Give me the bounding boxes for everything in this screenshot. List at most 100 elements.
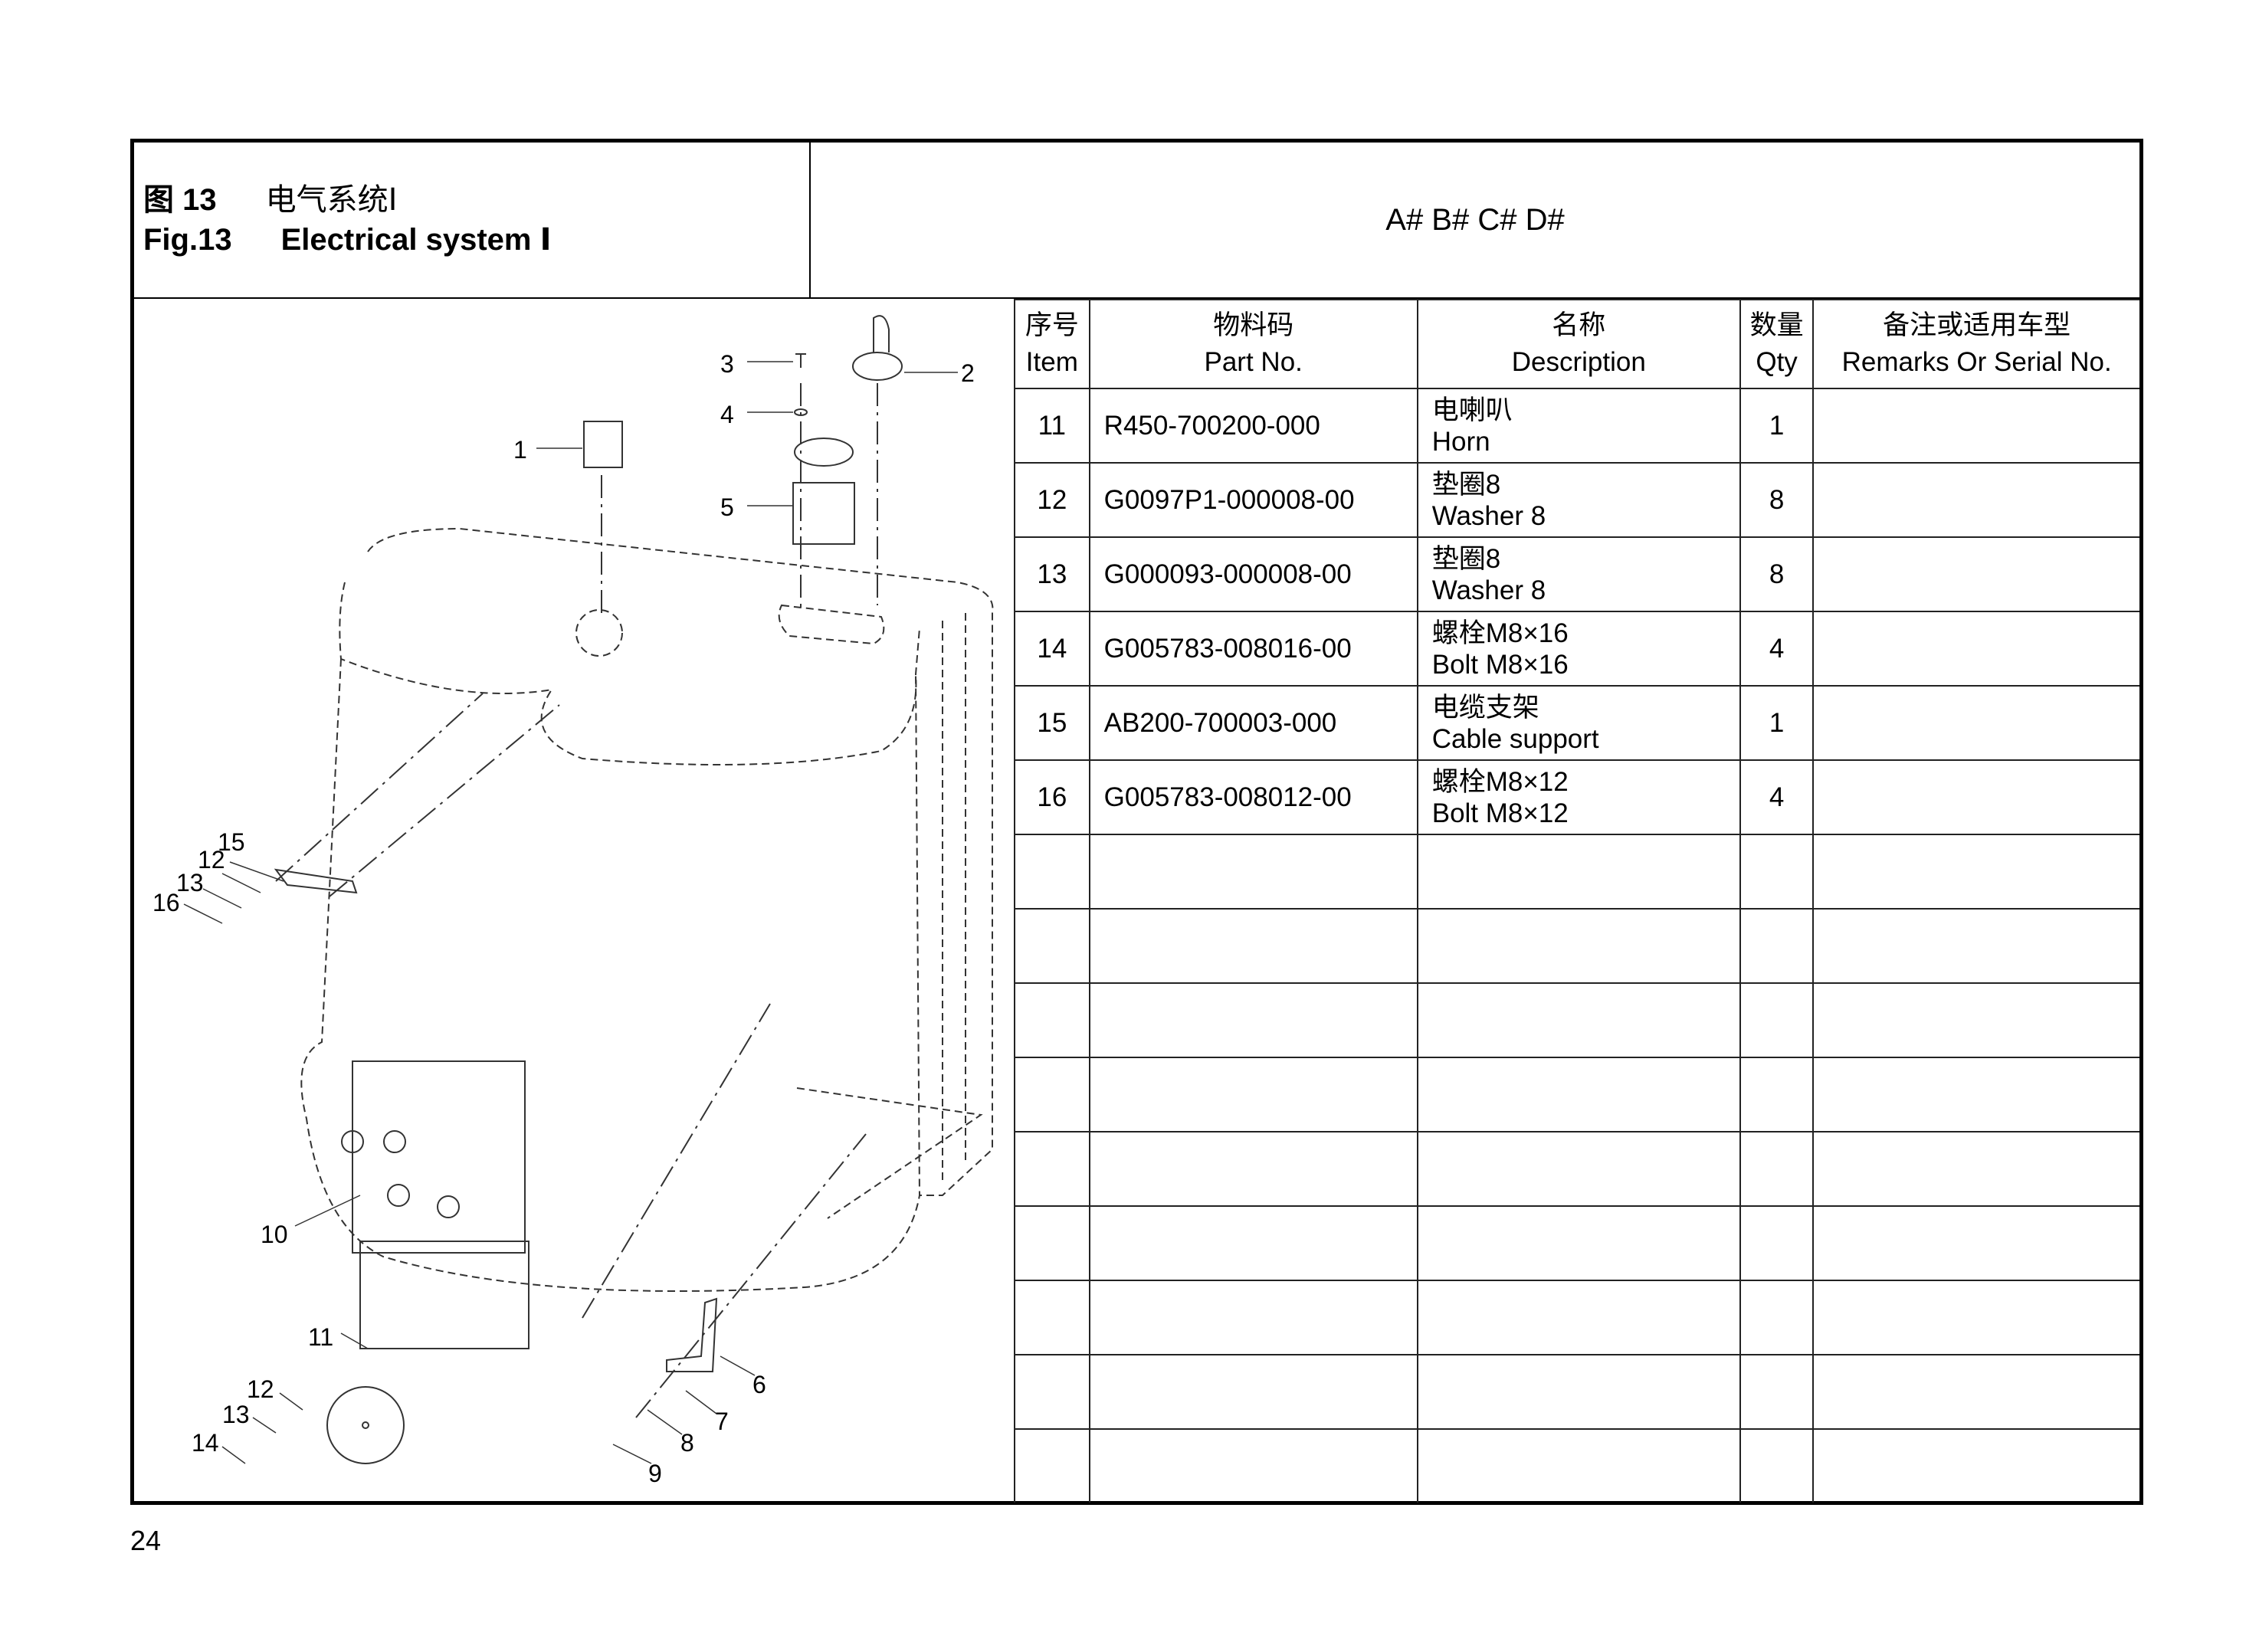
- part-number-cell: G005783-008012-00: [1088, 759, 1418, 835]
- empty-cell: [1014, 834, 1090, 910]
- empty-cell: [1812, 834, 2139, 910]
- callout-13-upper: 13: [176, 869, 204, 896]
- page-number: 24: [130, 1525, 162, 1556]
- part-number-cell: R450-700200-000: [1088, 388, 1418, 464]
- description-cn: 电缆支架: [1431, 692, 1539, 723]
- callout-14: 14: [192, 1429, 219, 1457]
- empty-cell: [1088, 908, 1418, 984]
- empty-cell: [1088, 1057, 1418, 1132]
- empty-cell: [1812, 982, 2139, 1058]
- empty-cell: [1014, 908, 1090, 984]
- truck-body-outline: [300, 527, 994, 1292]
- part-number-cell: G000093-000008-00: [1088, 536, 1418, 612]
- part-4-washer: [794, 408, 808, 416]
- column-header: 物料码 Part No.: [1088, 299, 1418, 389]
- empty-cell: [1014, 1280, 1090, 1355]
- empty-cell: [1088, 1280, 1418, 1355]
- empty-cell: [1088, 1205, 1418, 1281]
- description-cn: 螺栓M8×12: [1431, 766, 1569, 797]
- qty-cell: 4: [1739, 759, 1815, 835]
- callout-15: 15: [218, 828, 245, 856]
- remarks-cell: [1812, 388, 2139, 464]
- callout-4: 4: [720, 401, 734, 428]
- empty-cell: [1812, 1428, 2139, 1503]
- empty-cell: [1014, 1131, 1090, 1207]
- fig-number-en: Fig.13: [143, 223, 232, 257]
- callout-16: 16: [152, 889, 180, 916]
- title-text-en: Electrical system Ⅰ: [280, 223, 552, 257]
- applicable-models: A# B# C# D#: [811, 143, 2139, 299]
- leader-lines: [183, 361, 958, 1464]
- empty-cell: [1416, 1354, 1741, 1430]
- empty-cell: [1739, 1354, 1815, 1430]
- part-number-cell: AB200-700003-000: [1088, 685, 1418, 761]
- column-header-cn: 数量: [1749, 310, 1804, 340]
- callout-2: 2: [961, 359, 975, 387]
- empty-cell: [1739, 1428, 1815, 1503]
- empty-cell: [1416, 908, 1741, 984]
- callout-9: 9: [648, 1460, 662, 1487]
- column-header-cn: 物料码: [1213, 310, 1294, 340]
- empty-cell: [1812, 908, 2139, 984]
- callout-1: 1: [513, 436, 527, 464]
- empty-table-row: [1014, 1131, 2139, 1207]
- empty-cell: [1014, 1057, 1090, 1132]
- item-cell: 14: [1014, 611, 1090, 687]
- part-number-cell: G0097P1-000008-00: [1088, 462, 1418, 538]
- column-header: 数量 Qty: [1739, 299, 1815, 389]
- empty-table-row: [1014, 982, 2139, 1058]
- column-header-en: Qty: [1756, 347, 1798, 377]
- column-header-en: Part No.: [1204, 347, 1303, 377]
- callout-10: 10: [261, 1221, 288, 1248]
- empty-cell: [1088, 1428, 1418, 1503]
- callout-5: 5: [720, 493, 734, 521]
- description-cn: 电喇叭: [1431, 395, 1513, 425]
- qty-cell: 1: [1739, 685, 1815, 761]
- remarks-cell: [1812, 536, 2139, 612]
- empty-cell: [1739, 982, 1815, 1058]
- part-11-horn: [326, 1386, 405, 1464]
- empty-cell: [1014, 1354, 1090, 1430]
- callout-12-upper: 12: [198, 846, 225, 874]
- callout-7: 7: [715, 1408, 729, 1435]
- column-header-en: Remarks Or Serial No.: [1841, 347, 2112, 377]
- part-15-cable-support: [274, 868, 358, 894]
- empty-cell: [1416, 1428, 1741, 1503]
- assembly-lines: [275, 383, 878, 1418]
- empty-cell: [1739, 1280, 1815, 1355]
- qty-cell: 8: [1739, 536, 1815, 612]
- description-en: Washer 8: [1431, 575, 1546, 605]
- empty-table-row: [1014, 908, 2139, 984]
- column-header-en: Item: [1025, 347, 1078, 377]
- item-cell: 12: [1014, 462, 1090, 538]
- empty-cell: [1812, 1131, 2139, 1207]
- empty-cell: [1739, 1131, 1815, 1207]
- qty-cell: 4: [1739, 611, 1815, 687]
- callout-13-lower: 13: [222, 1401, 250, 1428]
- column-header-cn: 备注或适用车型: [1883, 310, 2071, 340]
- column-header-cn: 名称: [1552, 310, 1606, 340]
- title-en: Fig.13 Electrical system Ⅰ: [143, 222, 551, 257]
- description-en: Washer 8: [1431, 500, 1546, 531]
- remarks-cell: [1812, 759, 2139, 835]
- empty-cell: [1088, 834, 1418, 910]
- empty-cell: [1416, 982, 1741, 1058]
- empty-cell: [1812, 1057, 2139, 1132]
- empty-cell: [1812, 1280, 2139, 1355]
- empty-cell: [1739, 908, 1815, 984]
- remarks-cell: [1812, 685, 2139, 761]
- fig-number-cn: 图 13: [143, 183, 217, 217]
- callout-8: 8: [680, 1429, 694, 1457]
